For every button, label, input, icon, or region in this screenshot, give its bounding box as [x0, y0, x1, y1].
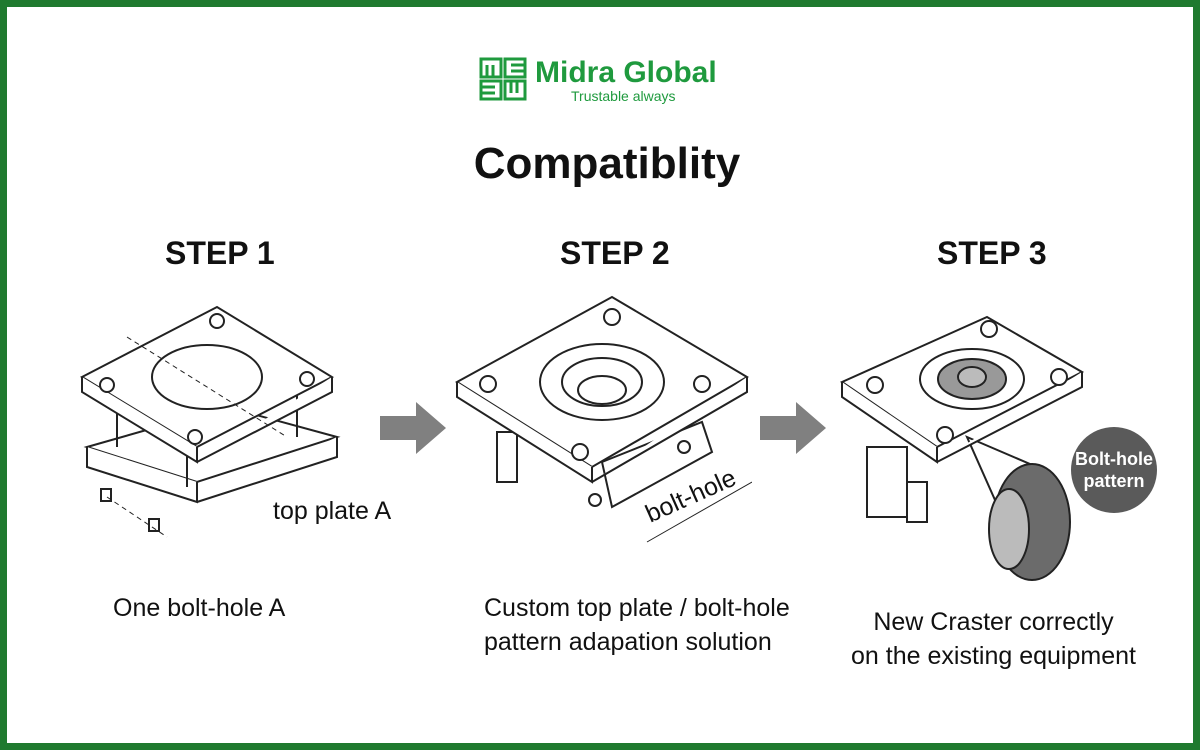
- caption-line: pattern adapation solution: [484, 628, 772, 656]
- step-3-heading: STEP 3: [937, 235, 1047, 271]
- caption-line: New Craster correctly: [873, 608, 1114, 636]
- logo-mark-icon: [479, 57, 527, 101]
- step-2-heading: STEP 2: [560, 235, 670, 271]
- brand-tagline: Trustable always: [571, 88, 676, 104]
- brand-logo: Midra Global Trustable always: [479, 57, 717, 103]
- page-title: Compatiblity: [473, 139, 741, 188]
- step-3-caster-illustration: [839, 315, 1085, 581]
- callout-line: Bolt-hole: [1075, 449, 1153, 469]
- caption-line: Custom top plate / bolt-hole: [484, 594, 790, 622]
- top-plate-a-label: top plate A: [273, 497, 392, 525]
- step-2-plate-illustration: [455, 295, 752, 543]
- step-2-caption: Custom top plate / bolt-hole pattern ada…: [484, 591, 790, 659]
- arrow-right-icon: [760, 402, 826, 454]
- caption-line: on the existing equipment: [851, 642, 1136, 670]
- arrow-right-icon: [380, 402, 446, 454]
- caption-line: One bolt-hole A: [113, 594, 286, 622]
- step-1-caption: One bolt-hole A: [113, 591, 285, 625]
- callout-line: pattern: [1083, 471, 1145, 491]
- brand-name: Midra Global: [535, 56, 717, 89]
- step-1-heading: STEP 1: [165, 235, 275, 271]
- step-1-plate-illustration: [79, 305, 341, 538]
- step-3-caption: New Craster correctly on the existing eq…: [851, 605, 1136, 673]
